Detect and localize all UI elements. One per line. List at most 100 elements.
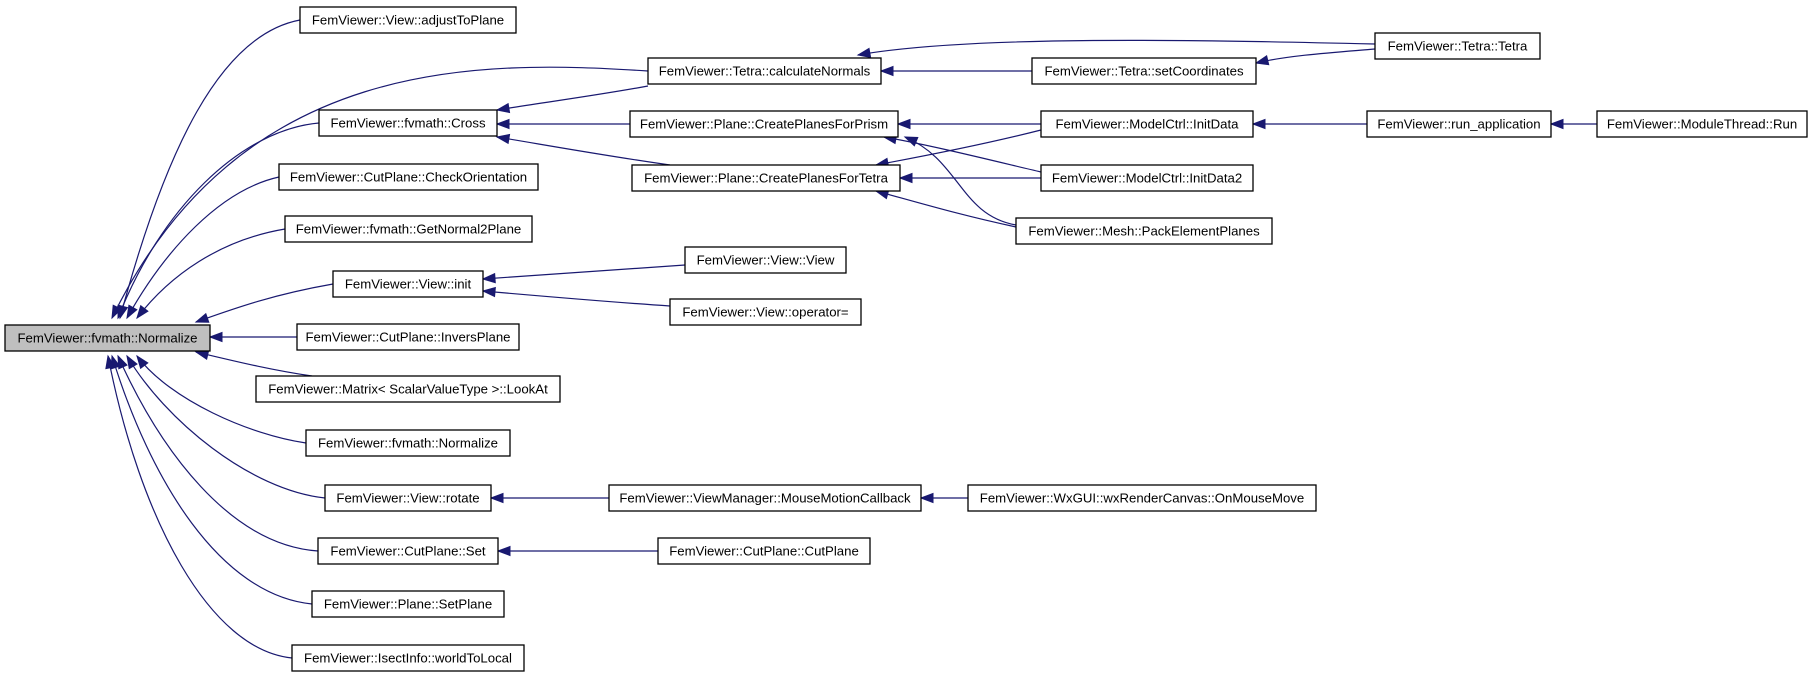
edge-line xyxy=(482,290,671,307)
edge-line xyxy=(883,136,1042,173)
edge-worldToLocal-to-normalize xyxy=(105,354,293,659)
node-box xyxy=(299,6,517,34)
node-packPlanes[interactable]: FemViewer::Mesh::PackElementPlanes xyxy=(1015,217,1273,245)
node-onMouseMove[interactable]: FemViewer::WxGUI::wxRenderCanvas::OnMous… xyxy=(967,484,1317,512)
node-box xyxy=(311,590,505,618)
edge-adjustToPlane-to-normalize xyxy=(118,19,301,320)
node-label: FemViewer::Matrix< ScalarValueType >::Lo… xyxy=(268,382,548,397)
node-runApp[interactable]: FemViewer::run_application xyxy=(1366,110,1552,138)
arrow-head-icon xyxy=(136,304,149,320)
arrow-head-icon xyxy=(136,354,149,370)
node-viewView[interactable]: FemViewer::View::View xyxy=(684,246,847,274)
edge-line xyxy=(496,136,671,166)
node-label: FemViewer::Tetra::setCoordinates xyxy=(1044,64,1244,79)
node-label: FemViewer::WxGUI::wxRenderCanvas::OnMous… xyxy=(980,491,1304,506)
node-label: FemViewer::fvmath::Normalize xyxy=(318,436,498,451)
edge-onMouseMove-to-mouseMotion xyxy=(919,492,968,504)
arrow-head-icon xyxy=(496,545,511,557)
edge-rotate-to-normalize xyxy=(126,354,326,499)
arrow-head-icon xyxy=(1549,118,1564,130)
edges-layer xyxy=(105,19,1597,659)
arrow-head-icon xyxy=(208,331,223,343)
node-worldToLocal[interactable]: FemViewer::IsectInfo::worldToLocal xyxy=(291,644,525,672)
node-normalize[interactable]: FemViewer::fvmath::Normalize xyxy=(4,324,211,352)
node-lookAt[interactable]: FemViewer::Matrix< ScalarValueType >::Lo… xyxy=(255,375,561,403)
node-viewInit[interactable]: FemViewer::View::init xyxy=(332,270,484,298)
arrow-head-icon xyxy=(919,492,934,504)
edge-line xyxy=(117,122,320,319)
node-box xyxy=(324,484,492,512)
node-label: FemViewer::ModelCtrl::InitData2 xyxy=(1052,171,1242,186)
node-box xyxy=(318,109,498,137)
arrow-head-icon xyxy=(856,47,872,58)
edge-line xyxy=(195,283,334,323)
edge-moduleRun-to-runApp xyxy=(1549,118,1597,130)
node-cutSet[interactable]: FemViewer::CutPlane::Set xyxy=(317,537,499,565)
arrow-head-icon xyxy=(903,136,919,147)
edge-setCoords-to-calcNormals xyxy=(879,65,1032,77)
edge-normalize2-to-normalize xyxy=(136,354,307,444)
node-box xyxy=(284,215,533,243)
node-setPlane[interactable]: FemViewer::Plane::SetPlane xyxy=(311,590,505,618)
edge-inversPlane-to-normalize xyxy=(208,331,298,343)
node-label: FemViewer::View::View xyxy=(697,253,835,268)
node-label: FemViewer::CutPlane::Set xyxy=(330,544,485,559)
node-box xyxy=(296,323,520,351)
node-box xyxy=(1374,32,1541,60)
node-prism[interactable]: FemViewer::Plane::CreatePlanesForPrism xyxy=(629,110,899,138)
node-initData[interactable]: FemViewer::ModelCtrl::InitData xyxy=(1040,110,1254,138)
edge-tetraCtor-to-setCoords xyxy=(1254,48,1376,66)
edge-cutSet-to-normalize xyxy=(117,354,319,552)
node-cutPlaneCtor[interactable]: FemViewer::CutPlane::CutPlane xyxy=(657,537,871,565)
node-label: FemViewer::Plane::SetPlane xyxy=(324,597,492,612)
edge-line xyxy=(117,355,319,552)
arrow-head-icon xyxy=(495,133,511,145)
edge-line xyxy=(496,85,649,111)
node-tetraCtor[interactable]: FemViewer::Tetra::Tetra xyxy=(1374,32,1541,60)
arrow-head-icon xyxy=(879,65,894,77)
arrow-head-icon xyxy=(495,102,511,114)
node-label: FemViewer::ModelCtrl::InitData xyxy=(1056,117,1240,132)
node-label: FemViewer::IsectInfo::worldToLocal xyxy=(304,651,512,666)
arrow-head-icon xyxy=(481,272,496,284)
node-calcNormals[interactable]: FemViewer::Tetra::calculateNormals xyxy=(647,57,882,85)
edge-lookAt-to-normalize xyxy=(194,349,313,377)
node-mouseMotion[interactable]: FemViewer::ViewManager::MouseMotionCallb… xyxy=(608,484,922,512)
node-initData2[interactable]: FemViewer::ModelCtrl::InitData2 xyxy=(1040,164,1254,192)
edge-line xyxy=(195,351,313,377)
edge-packPlanes-to-tetraPlanes xyxy=(874,189,1017,228)
node-checkOrient[interactable]: FemViewer::CutPlane::CheckOrientation xyxy=(278,163,539,191)
node-inversPlane[interactable]: FemViewer::CutPlane::InversPlane xyxy=(296,323,520,351)
node-label: FemViewer::View::init xyxy=(345,277,472,292)
node-label: FemViewer::run_application xyxy=(1377,117,1540,132)
node-label: FemViewer::fvmath::GetNormal2Plane xyxy=(296,222,522,237)
edge-line xyxy=(126,355,326,499)
edge-initData-to-prism xyxy=(896,118,1041,130)
edge-viewOp-to-viewInit xyxy=(481,286,671,307)
edge-initData2-to-prism xyxy=(882,133,1042,173)
node-rotate[interactable]: FemViewer::View::rotate xyxy=(324,484,492,512)
edge-line xyxy=(875,129,1042,166)
node-normalize2[interactable]: FemViewer::fvmath::Normalize xyxy=(305,429,511,457)
node-box xyxy=(317,537,499,565)
node-viewOp[interactable]: FemViewer::View::operator= xyxy=(669,298,862,326)
node-label: FemViewer::Plane::CreatePlanesForTetra xyxy=(644,171,888,186)
node-label: FemViewer::ModuleThread::Run xyxy=(1607,117,1797,132)
node-moduleRun[interactable]: FemViewer::ModuleThread::Run xyxy=(1596,110,1808,138)
node-tetraPlanes[interactable]: FemViewer::Plane::CreatePlanesForTetra xyxy=(631,164,901,192)
node-box xyxy=(608,484,922,512)
node-cross[interactable]: FemViewer::fvmath::Cross xyxy=(318,109,498,137)
arrow-head-icon xyxy=(194,312,210,323)
arrow-head-icon xyxy=(126,354,138,370)
node-setCoords[interactable]: FemViewer::Tetra::setCoordinates xyxy=(1031,57,1257,85)
node-adjustToPlane[interactable]: FemViewer::View::adjustToPlane xyxy=(299,6,517,34)
node-label: FemViewer::Tetra::Tetra xyxy=(1388,39,1528,54)
node-label: FemViewer::CutPlane::CheckOrientation xyxy=(290,170,527,185)
edge-prism-to-cross xyxy=(495,118,630,130)
node-box xyxy=(291,644,525,672)
node-getNormal2Plane[interactable]: FemViewer::fvmath::GetNormal2Plane xyxy=(284,215,533,243)
arrow-head-icon xyxy=(495,118,510,130)
node-box xyxy=(684,246,847,274)
edge-packPlanes-to-prism xyxy=(903,136,1017,226)
edge-viewView-to-viewInit xyxy=(481,264,686,284)
